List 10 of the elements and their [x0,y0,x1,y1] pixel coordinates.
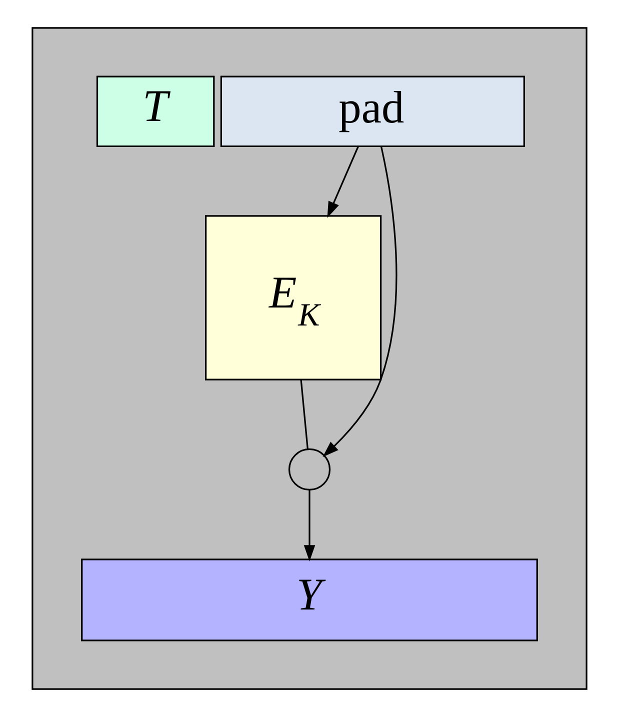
node-box: Y [80,558,538,642]
node-box: T [96,76,214,148]
arrow [326,146,358,218]
node-circle [288,448,330,491]
cluster [31,27,587,690]
node-box: pad [220,76,524,148]
arrow [322,146,397,458]
connector [300,380,308,449]
node-box: E$_{K}$ [204,215,382,380]
arrow [303,490,315,562]
